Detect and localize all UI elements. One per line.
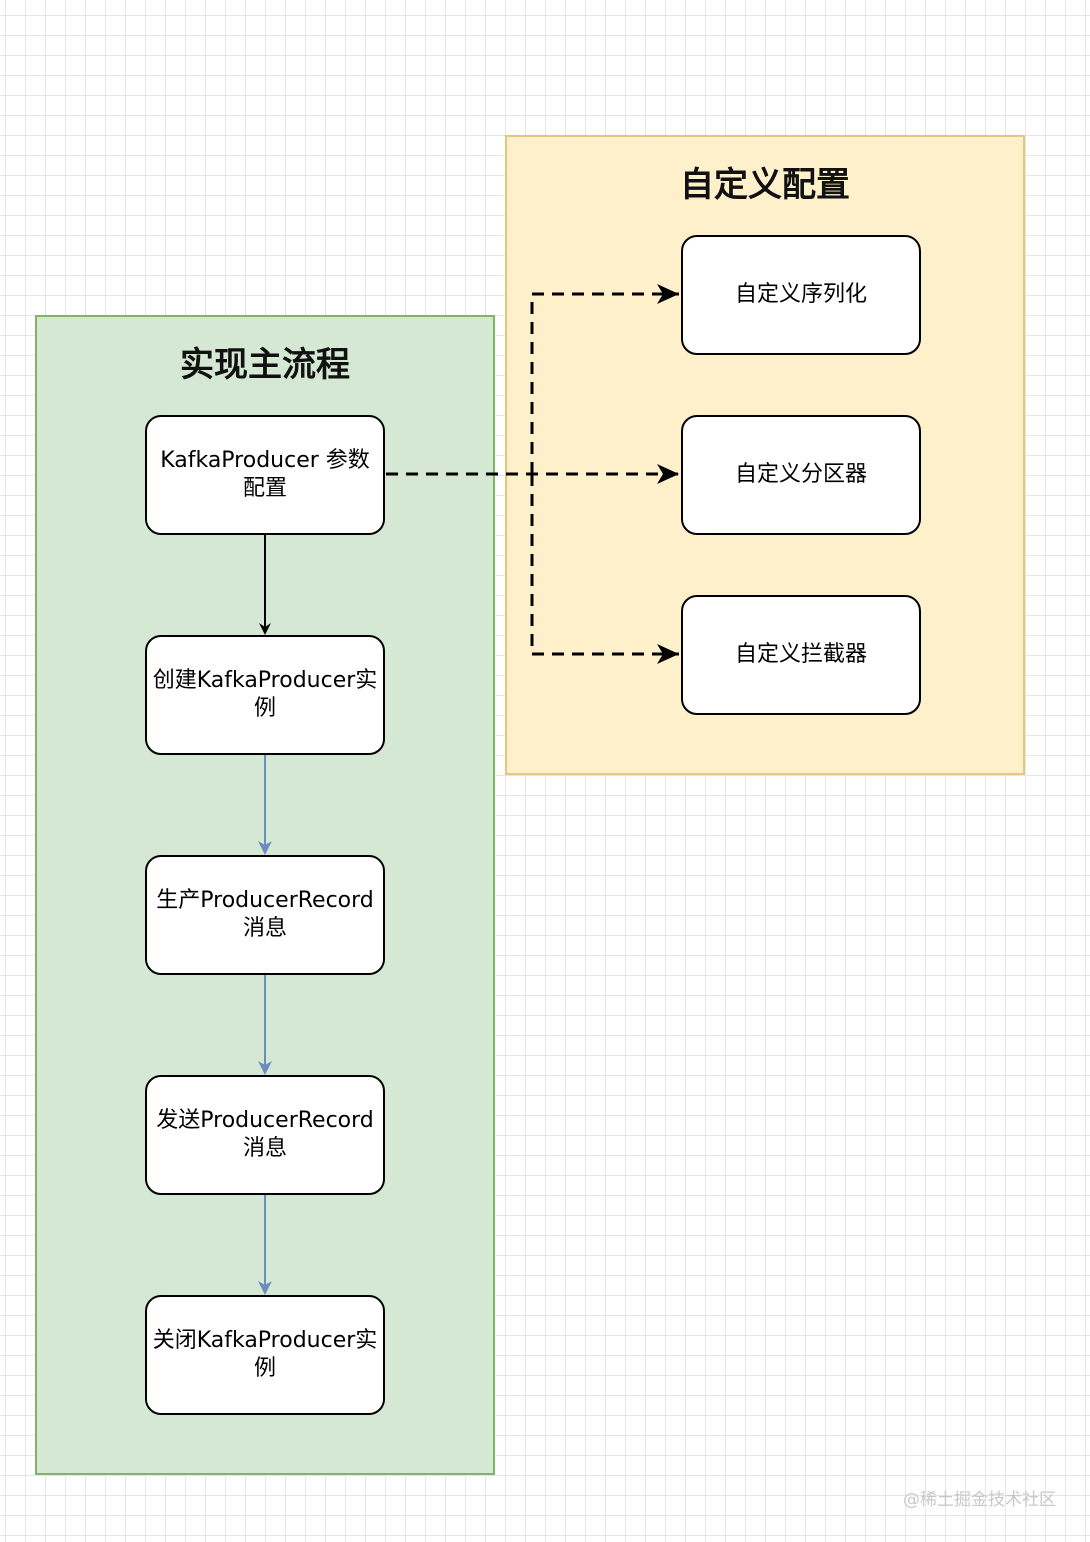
node-custom-serializer[interactable]: 自定义序列化 [681, 235, 921, 355]
watermark: @稀土掘金技术社区 [903, 1490, 1056, 1510]
node-custom-interceptor-label: 自定义拦截器 [734, 642, 867, 667]
node-producer-config-label: KafkaProducer 参数配置 [160, 448, 370, 501]
edge-config-to-serializer [530, 284, 679, 474]
node-custom-partitioner-label: 自定义分区器 [734, 462, 867, 487]
node-close-producer-label: 关闭KafkaProducer实例 [152, 1328, 378, 1381]
node-produce-record[interactable]: 生产ProducerRecord消息 [145, 855, 385, 975]
main-flow-title: 实现主流程 [180, 345, 350, 385]
node-custom-partitioner[interactable]: 自定义分区器 [681, 415, 921, 535]
node-create-producer-label: 创建KafkaProducer实例 [152, 668, 378, 721]
node-custom-interceptor[interactable]: 自定义拦截器 [681, 595, 921, 715]
edge-config-to-interceptor [530, 474, 679, 664]
node-send-record[interactable]: 发送ProducerRecord消息 [145, 1075, 385, 1195]
node-create-producer[interactable]: 创建KafkaProducer实例 [145, 635, 385, 755]
node-send-record-label: 发送ProducerRecord消息 [156, 1108, 374, 1161]
node-produce-record-label: 生产ProducerRecord消息 [156, 888, 374, 941]
node-close-producer[interactable]: 关闭KafkaProducer实例 [145, 1295, 385, 1415]
custom-config-title: 自定义配置 [680, 165, 850, 205]
node-producer-config[interactable]: KafkaProducer 参数配置 [145, 415, 385, 535]
node-custom-serializer-label: 自定义序列化 [734, 282, 867, 307]
